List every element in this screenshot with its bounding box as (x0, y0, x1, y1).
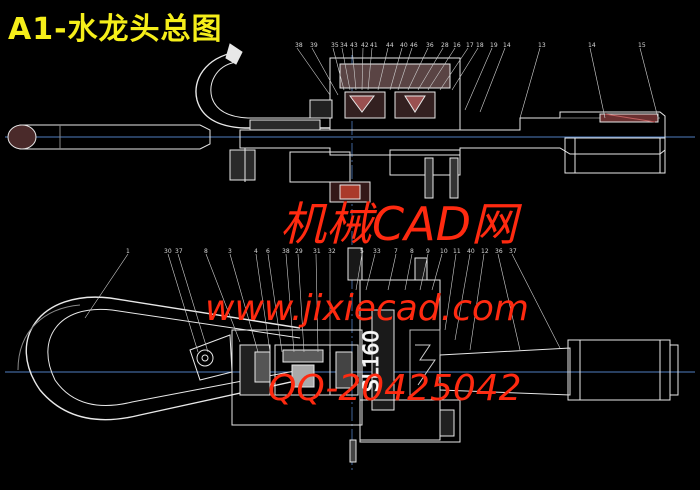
svg-text:7: 7 (394, 248, 398, 255)
watermark: 机械CAD网 www.jixiecad.com QQ-20425042 (205, 197, 529, 409)
svg-text:12: 12 (481, 248, 489, 255)
svg-text:15: 15 (638, 42, 646, 49)
svg-text:30: 30 (164, 248, 172, 255)
svg-text:38: 38 (295, 42, 303, 49)
bottom-view: SL160 (17, 247, 679, 463)
leader-lines (84, 47, 659, 353)
drawing-title: A1-水龙头总图 (8, 12, 223, 47)
svg-text:11: 11 (453, 248, 461, 255)
svg-text:9: 9 (426, 248, 430, 255)
svg-text:8: 8 (204, 248, 208, 255)
svg-text:40: 40 (400, 42, 408, 49)
svg-text:13: 13 (538, 42, 546, 49)
bail (25, 296, 301, 421)
svg-text:41: 41 (370, 42, 378, 49)
svg-text:36: 36 (495, 248, 503, 255)
svg-text:18: 18 (476, 42, 484, 49)
svg-text:6: 6 (266, 248, 270, 255)
svg-text:37: 37 (175, 248, 183, 255)
svg-text:32: 32 (328, 248, 336, 255)
svg-text:10: 10 (440, 248, 448, 255)
outlet-cylinder (567, 339, 671, 401)
watermark-qq: QQ-20425042 (268, 368, 522, 409)
svg-text:43: 43 (350, 42, 358, 49)
svg-text:35: 35 (331, 42, 339, 49)
svg-text:16: 16 (453, 42, 461, 49)
svg-text:1: 1 (126, 248, 130, 255)
outlet-sub (564, 137, 666, 174)
svg-text:8: 8 (410, 248, 414, 255)
svg-text:38: 38 (282, 248, 290, 255)
svg-text:14: 14 (503, 42, 511, 49)
svg-text:36: 36 (426, 42, 434, 49)
svg-text:40: 40 (467, 248, 475, 255)
svg-text:17: 17 (466, 42, 474, 49)
svg-text:42: 42 (361, 42, 369, 49)
watermark-site-name: 机械CAD网 (280, 197, 523, 251)
svg-text:3: 3 (228, 248, 232, 255)
svg-text:34: 34 (340, 42, 348, 49)
svg-text:5: 5 (360, 248, 364, 255)
svg-text:19: 19 (490, 42, 498, 49)
svg-text:46: 46 (410, 42, 418, 49)
svg-text:37: 37 (509, 248, 517, 255)
svg-text:29: 29 (295, 248, 303, 255)
swivel-body (231, 329, 363, 426)
model-label: SL160 (359, 330, 383, 392)
svg-text:4: 4 (254, 248, 258, 255)
watermark-url: www.jixiecad.com (205, 288, 529, 329)
svg-text:14: 14 (588, 42, 596, 49)
svg-text:44: 44 (386, 42, 394, 49)
svg-text:39: 39 (310, 42, 318, 49)
svg-text:28: 28 (441, 42, 449, 49)
part-numbers-bottom: 1 30 37 8 3 4 6 38 29 31 32 5 33 7 8 9 10 11 40 12… (126, 248, 517, 255)
top-view (7, 43, 666, 203)
svg-text:33: 33 (373, 248, 381, 255)
svg-text:31: 31 (313, 248, 321, 255)
gooseneck-pipe (195, 51, 330, 129)
